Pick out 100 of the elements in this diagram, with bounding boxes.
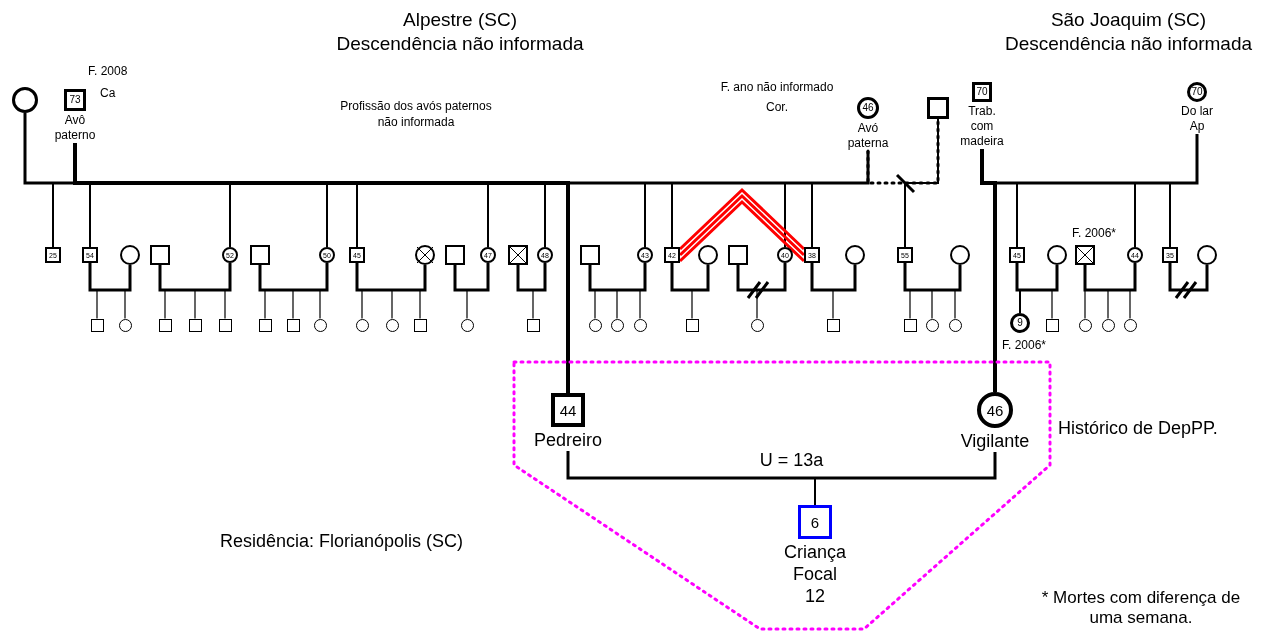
descent-line	[1084, 264, 1131, 320]
annotation-text: São Joaquim (SC)	[1049, 8, 1208, 32]
descent-line	[589, 264, 641, 320]
descent-line	[517, 264, 534, 320]
male-symbol: 70	[972, 82, 992, 102]
male-symbol	[286, 318, 300, 332]
male-symbol	[218, 318, 232, 332]
descent-line	[811, 262, 834, 320]
person-label: Pedreiro	[533, 429, 602, 451]
person-label: Vigilante	[960, 430, 1030, 452]
female-symbol	[313, 318, 327, 332]
male-symbol: 6	[798, 505, 832, 539]
female-symbol	[120, 245, 140, 265]
male-symbol: 73	[64, 89, 86, 111]
male-symbol	[508, 245, 528, 265]
descent-line	[259, 264, 321, 320]
marriage-line	[516, 263, 547, 292]
female-symbol	[698, 245, 718, 265]
descent-line	[356, 262, 421, 320]
male-symbol	[1045, 318, 1059, 332]
marriage-line	[903, 263, 962, 292]
person-note: F. 2006*	[1072, 226, 1117, 241]
annotation-text: Alpestre (SC)	[402, 8, 518, 32]
descent-line	[980, 149, 997, 392]
annotation-text: Residência: Florianópolis (SC)	[220, 530, 464, 553]
person-label: Criança Focal 12	[783, 541, 847, 607]
male-symbol	[728, 245, 748, 265]
person-note: Cor.	[765, 100, 789, 115]
female-symbol	[610, 318, 624, 332]
descent-line	[1016, 262, 1053, 320]
person-note: Ca	[100, 86, 116, 101]
female-symbol	[1047, 245, 1067, 265]
descent-line	[89, 262, 126, 320]
female-symbol: 46	[977, 392, 1013, 428]
male-symbol	[158, 318, 172, 332]
female-symbol	[355, 318, 369, 332]
female-symbol	[750, 318, 764, 332]
annotation-text: Descendência não informada	[335, 32, 585, 56]
person-note: F. 2008	[88, 64, 128, 79]
descent-line	[737, 264, 758, 320]
male-symbol	[685, 318, 699, 332]
female-symbol	[948, 318, 962, 332]
male-symbol	[413, 318, 427, 332]
male-symbol	[150, 245, 170, 265]
marriage-line	[670, 263, 710, 292]
descent-line	[904, 262, 956, 320]
descent-line	[159, 264, 226, 320]
marriage-line	[158, 263, 232, 292]
marriage-line	[88, 263, 132, 292]
person-label: Trab. com madeira	[959, 104, 1005, 149]
descent-line	[73, 143, 570, 393]
female-symbol	[588, 318, 602, 332]
zigzag-triple-line	[678, 187, 806, 263]
female-symbol: 70	[1187, 82, 1207, 102]
marriage-line	[736, 263, 787, 292]
person-label: Do lar Ap	[1180, 104, 1214, 134]
female-symbol	[118, 318, 132, 332]
female-symbol	[1123, 318, 1137, 332]
marriage-line	[1015, 263, 1059, 292]
male-symbol	[90, 318, 104, 332]
female-symbol	[845, 245, 865, 265]
marriage-line	[355, 263, 427, 292]
marriage-line	[258, 263, 329, 292]
male-symbol	[927, 97, 949, 119]
female-symbol: 9	[1010, 313, 1030, 333]
female-symbol	[633, 318, 647, 332]
female-symbol	[925, 318, 939, 332]
marriage-line	[810, 263, 857, 292]
annotation-text: Profissão dos avós paternos não informada	[339, 98, 493, 130]
annotation-text: * Mortes com diferença de uma semana.	[1040, 588, 1242, 628]
marriage-line	[566, 451, 997, 480]
person-note: F. 2006*	[1002, 338, 1047, 353]
female-symbol	[460, 318, 474, 332]
female-symbol	[950, 245, 970, 265]
annotation-text: Histórico de DepPP.	[1058, 417, 1218, 440]
marriage-line	[1083, 263, 1137, 292]
female-symbol	[1101, 318, 1115, 332]
male-symbol: 44	[551, 393, 585, 427]
male-symbol	[826, 318, 840, 332]
person-label: Avô paterno	[53, 113, 97, 143]
person-note: F. ano não informado	[719, 80, 835, 95]
female-symbol	[1197, 245, 1217, 265]
male-symbol	[526, 318, 540, 332]
annotation-text: Descendência não informada	[1003, 32, 1254, 56]
descent-line	[567, 450, 816, 506]
male-symbol	[445, 245, 465, 265]
female-symbol: 46	[857, 97, 879, 119]
female-symbol	[1078, 318, 1092, 332]
female-symbol	[415, 245, 435, 265]
descent-line	[454, 264, 468, 320]
person-label: Avó paterna	[846, 121, 890, 151]
marriage-line	[453, 263, 490, 292]
male-symbol	[250, 245, 270, 265]
female-symbol	[385, 318, 399, 332]
male-symbol	[580, 245, 600, 265]
male-symbol	[188, 318, 202, 332]
female-symbol	[12, 87, 38, 113]
marriage-line	[588, 263, 647, 292]
marriage-line	[1168, 263, 1209, 292]
male-symbol	[1075, 245, 1095, 265]
